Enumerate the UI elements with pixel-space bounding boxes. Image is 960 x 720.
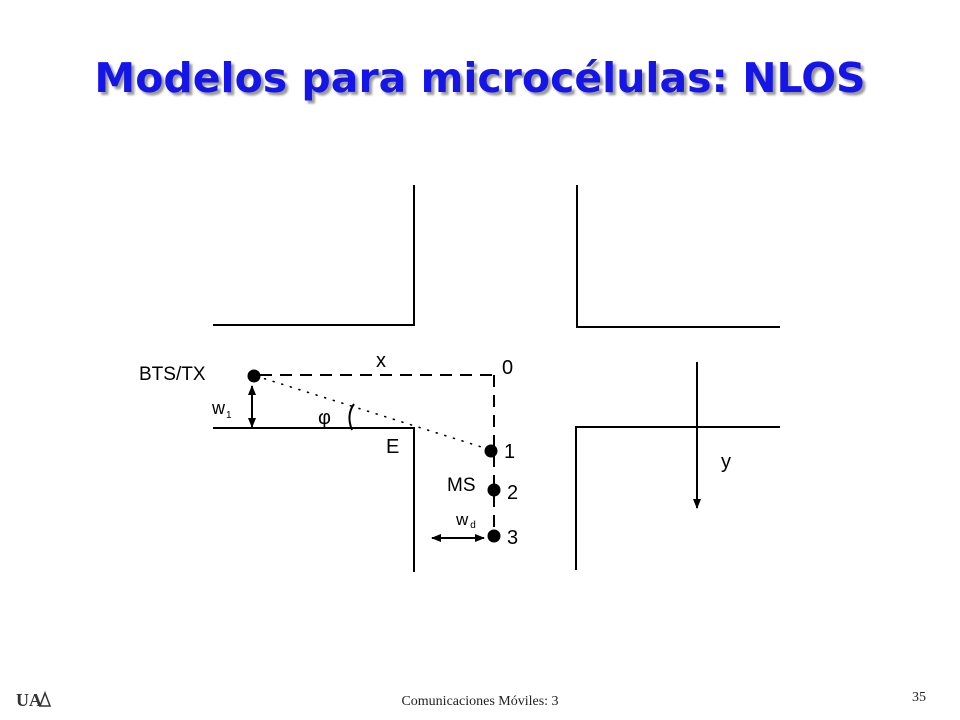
slide-title: Modelos para microcélulas: NLOS xyxy=(94,54,866,102)
bts-point xyxy=(247,369,261,383)
e-label: E xyxy=(386,436,399,458)
point-3-label: 3 xyxy=(507,527,518,549)
logo-text: UA xyxy=(16,690,42,710)
university-logo: UA xyxy=(16,690,52,710)
y-label: y xyxy=(721,451,731,473)
angle-arc xyxy=(348,403,355,431)
w1-label: w1 xyxy=(211,398,232,421)
point-1-label: 1 xyxy=(504,441,515,463)
building-walls xyxy=(213,185,780,572)
w1-subscript: 1 xyxy=(226,410,232,421)
ms-point-2 xyxy=(487,483,501,497)
bts-label: BTS/TX xyxy=(139,364,206,385)
wd-main: w xyxy=(455,510,469,529)
wall-top-left xyxy=(213,185,415,326)
footer-text: Comunicaciones Móviles: 3 xyxy=(401,694,559,709)
w1-main: w xyxy=(211,398,226,418)
logo-mark xyxy=(38,690,52,707)
wall-bottom-left xyxy=(213,427,415,572)
point-2-label: 2 xyxy=(507,482,518,504)
wd-subscript: d xyxy=(470,520,476,531)
wall-top-right xyxy=(576,185,780,328)
x-label: x xyxy=(376,350,386,372)
phi-label: φ xyxy=(318,407,331,429)
ms-point-1 xyxy=(484,444,498,458)
ms-label: MS xyxy=(447,475,476,496)
bts-to-ms-dotted-line xyxy=(255,375,492,451)
wall-bottom-right xyxy=(575,426,780,570)
origin-label: 0 xyxy=(502,357,513,379)
ms-point-3 xyxy=(487,529,501,543)
page-number: 35 xyxy=(912,690,926,705)
